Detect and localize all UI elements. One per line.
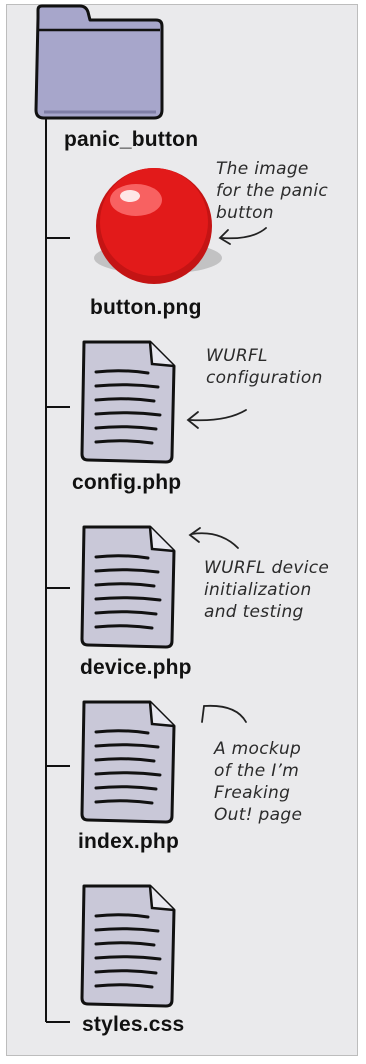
arrow-icon <box>203 704 247 723</box>
red-button-icon <box>94 168 222 284</box>
file-icon <box>80 525 176 649</box>
arrow-icon <box>189 409 247 422</box>
folder-label: panic_button <box>64 128 199 151</box>
arrow-icon <box>221 227 267 240</box>
file-label: index.php <box>78 830 179 853</box>
file-label: styles.css <box>82 1013 185 1036</box>
file-label: config.php <box>72 471 182 494</box>
arrow-head-icon <box>188 527 201 543</box>
arrow-head-icon <box>218 229 231 245</box>
file-label: device.php <box>80 656 192 679</box>
file-icon <box>80 700 176 824</box>
arrow-icon <box>191 532 239 549</box>
note-config: WURFL configuration <box>206 346 323 388</box>
note-index: A mockup of the I’m Freaking Out! page <box>214 739 303 825</box>
note-device: WURFL device initialization and testing <box>204 558 330 622</box>
file-icon <box>80 340 176 464</box>
doc-icons <box>80 340 176 1008</box>
arrow-head-icon <box>186 411 199 429</box>
folder-icon <box>34 4 164 120</box>
tree-lines <box>45 118 70 1023</box>
file-label: button.png <box>90 296 202 319</box>
note-button: The image for the panic button <box>216 159 329 223</box>
note-arrows <box>186 227 267 723</box>
file-icon <box>80 884 176 1008</box>
arrow-head-icon <box>201 705 205 723</box>
